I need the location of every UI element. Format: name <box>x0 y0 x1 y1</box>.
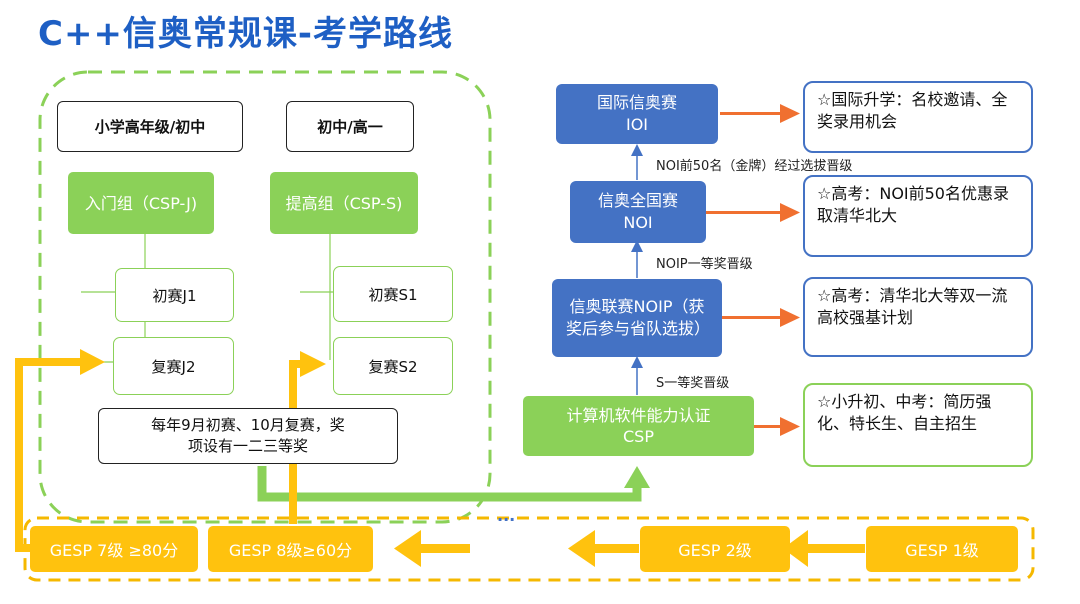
node-noip: 信奥联赛NOIP（获奖后参与省队选拔） <box>552 279 722 357</box>
gesp-level-8: GESP 8级≥60分 <box>208 526 373 572</box>
stage-s1: 初赛S1 <box>333 266 453 322</box>
grade-header-primary: 小学高年级/初中 <box>57 101 243 152</box>
node-noi: 信奥全国赛NOI <box>570 181 706 243</box>
gesp-to-finals-arrows <box>15 349 326 552</box>
panel-to-csp-arrow <box>257 466 650 502</box>
stage-s2: 复赛S2 <box>333 337 453 395</box>
label-noi-to-ioi: NOI前50名（金牌）经过选拔晋级 <box>656 159 853 174</box>
stage-j1: 初赛J1 <box>115 268 234 322</box>
result-arrows <box>706 104 800 436</box>
gesp-arrows <box>394 530 865 567</box>
gesp-level-1: GESP 1级 <box>866 526 1018 572</box>
stage-j2: 复赛J2 <box>113 337 234 395</box>
group-csp-s: 提高组（CSP-S) <box>270 172 418 234</box>
page-title: C++信奥常规课-考学路线 <box>38 14 454 54</box>
schedule-note: 每年9月初赛、10月复赛，奖项设有一二三等奖 <box>98 408 398 464</box>
grade-header-junior: 初中/高一 <box>286 101 414 152</box>
label-csp-to-noip: S一等奖晋级 <box>656 376 730 391</box>
result-csp: ☆小升初、中考：简历强化、特长生、自主招生 <box>803 383 1033 467</box>
result-noip: ☆高考：清华北大等双一流高校强基计划 <box>803 277 1033 357</box>
result-noi: ☆高考：NOI前50名优惠录取清华北大 <box>803 175 1033 257</box>
group-csp-j: 入门组（CSP-J) <box>68 172 214 234</box>
result-ioi: ☆国际升学：名校邀请、全奖录用机会 <box>803 81 1033 153</box>
gesp-level-7: GESP 7级 ≥80分 <box>30 526 198 572</box>
node-ioi: 国际信奥赛IOI <box>556 84 718 144</box>
left-panel-frame <box>38 70 492 524</box>
gesp-level-2: GESP 2级 <box>640 526 790 572</box>
label-noip-to-noi: NOIP一等奖晋级 <box>656 257 753 272</box>
gesp-ellipsis: ... <box>497 506 516 525</box>
node-csp: 计算机软件能力认证CSP <box>523 396 754 456</box>
